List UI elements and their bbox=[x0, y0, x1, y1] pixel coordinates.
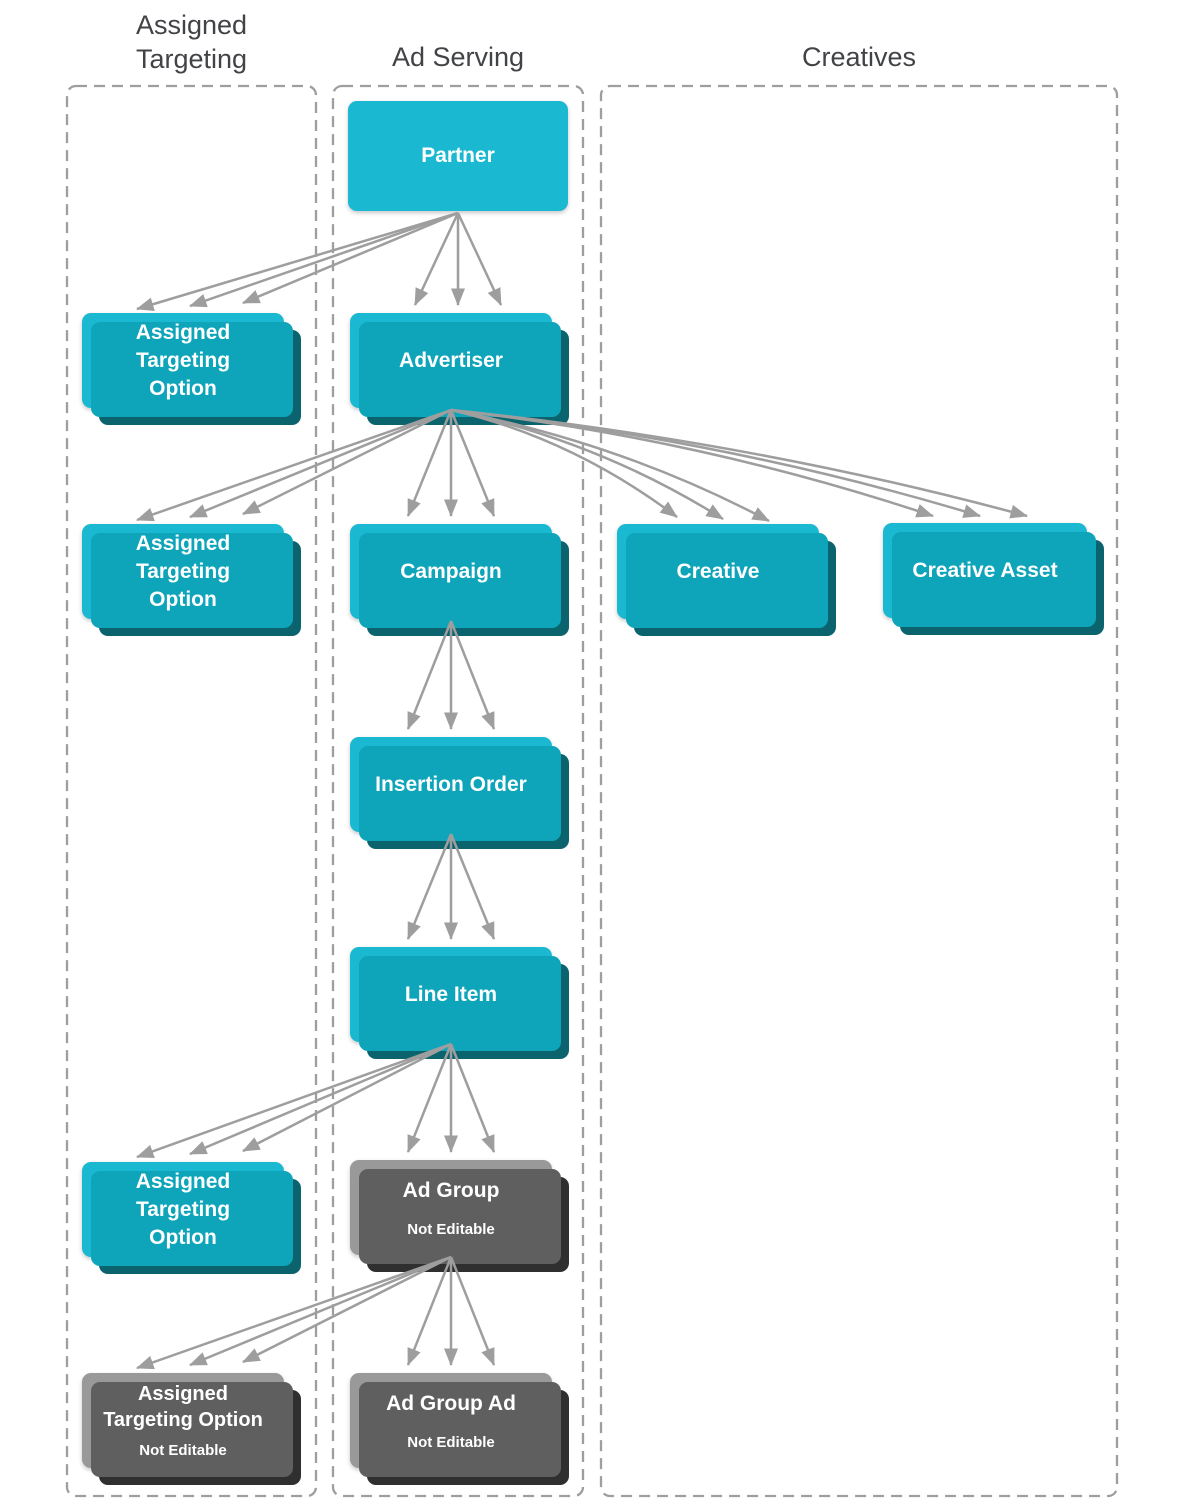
node-assigned-targeting-option-line-item: Assigned Targeting Option bbox=[82, 1162, 284, 1257]
node-campaign: Campaign bbox=[350, 524, 552, 619]
node-sublabel-not-editable: Not Editable bbox=[139, 1442, 227, 1459]
node-label: Creative bbox=[676, 559, 760, 583]
node-assigned-targeting-option-advertiser: Assigned Targeting Option bbox=[82, 524, 284, 619]
node-partner: Partner bbox=[348, 101, 568, 211]
node-label: Partner bbox=[421, 144, 495, 167]
node-line-item: Line Item bbox=[350, 947, 552, 1042]
column-creatives bbox=[599, 84, 1119, 1498]
node-label: Line Item bbox=[404, 982, 498, 1006]
node-label: Assigned Targeting Option bbox=[135, 531, 231, 611]
node-label: Creative Asset bbox=[912, 558, 1058, 582]
column-header-creatives: Creatives bbox=[801, 42, 917, 72]
column-header-assigned-targeting: Assigned Targeting bbox=[135, 10, 248, 74]
node-label: Assigned Targeting Option bbox=[135, 320, 231, 400]
node-label: Insertion Order bbox=[375, 772, 527, 796]
column-assigned-targeting bbox=[65, 84, 318, 1498]
node-label: Advertiser bbox=[399, 348, 503, 372]
node-sublabel-not-editable: Not Editable bbox=[407, 1220, 495, 1238]
node-ad-group: Ad Group Not Editable bbox=[350, 1160, 552, 1255]
node-assigned-targeting-option-ad-group: Assigned Targeting Option Not Editable bbox=[82, 1373, 284, 1468]
node-label: Ad Group bbox=[402, 1178, 500, 1202]
node-insertion-order: Insertion Order bbox=[350, 737, 552, 832]
node-label: Assigned Targeting Option bbox=[103, 1383, 263, 1431]
node-sublabel-not-editable: Not Editable bbox=[407, 1433, 495, 1451]
node-assigned-targeting-option-partner: Assigned Targeting Option bbox=[82, 313, 284, 408]
column-ad-serving bbox=[331, 84, 585, 1498]
node-advertiser: Advertiser bbox=[350, 313, 552, 408]
node-ad-group-ad: Ad Group Ad Not Editable bbox=[350, 1373, 552, 1468]
node-creative-asset: Creative Asset bbox=[883, 523, 1087, 618]
node-label: Assigned Targeting Option bbox=[135, 1169, 231, 1249]
node-creative: Creative bbox=[617, 524, 819, 619]
node-label: Campaign bbox=[400, 559, 502, 583]
node-label: Ad Group Ad bbox=[386, 1391, 516, 1415]
column-header-ad-serving: Ad Serving bbox=[391, 42, 525, 72]
